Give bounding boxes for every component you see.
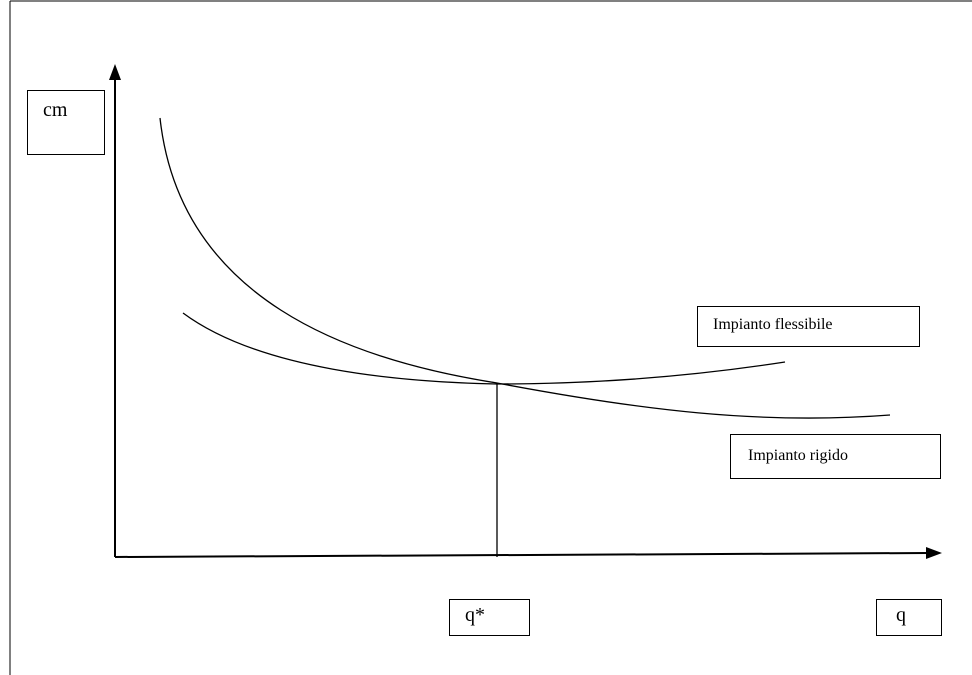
rigid-plant-curve bbox=[159, 117, 891, 419]
x-axis bbox=[114, 552, 929, 558]
x-axis-label-box: q bbox=[876, 599, 942, 636]
q-star-label-box: q* bbox=[449, 599, 530, 636]
rigid-plant-label: Impianto rigido bbox=[748, 447, 848, 464]
x-axis-arrowhead bbox=[926, 547, 942, 559]
flexible-plant-label-box: Impianto flessibile bbox=[697, 306, 920, 347]
y-axis-label-box: cm bbox=[27, 90, 105, 155]
q-star-label: q* bbox=[465, 604, 485, 626]
flexible-plant-curve bbox=[182, 312, 786, 385]
y-axis-label: cm bbox=[43, 99, 68, 121]
x-axis-label: q bbox=[896, 604, 906, 626]
y-axis-arrowhead bbox=[109, 64, 121, 80]
flexible-plant-label: Impianto flessibile bbox=[713, 316, 833, 333]
rigid-plant-label-box: Impianto rigido bbox=[730, 434, 941, 479]
